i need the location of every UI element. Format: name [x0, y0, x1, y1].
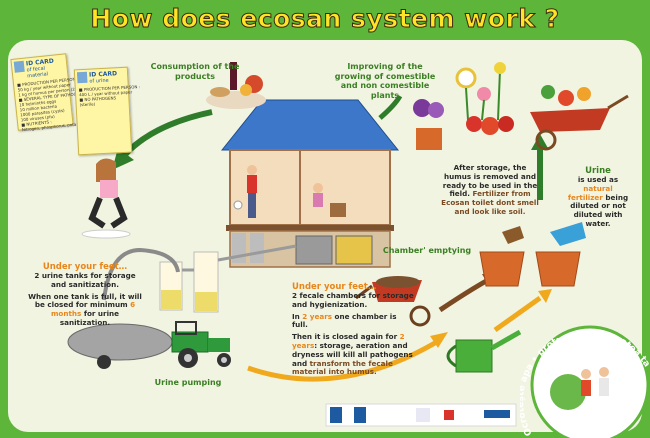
label-consumption: Consumption of the products	[150, 62, 240, 81]
fecal-chamber-left	[295, 235, 333, 265]
label-improving: Improving of the growing of comestible a…	[334, 62, 436, 100]
arrow-tractor-to-can	[247, 337, 442, 382]
text-urine-tanks: Under your feet… 2 urine tanks for stora…	[28, 262, 142, 327]
house-floor	[226, 225, 394, 231]
arrow-consumption-to-woman	[119, 109, 213, 160]
arrow-house-to-plants	[378, 94, 403, 120]
text-fecal-chambers: Under your feet… 2 fecale chambers for s…	[292, 282, 414, 377]
slogan-text-path: Ocrotește apa • proteșește sănătatea ta	[520, 338, 650, 437]
arrow-wheelbarrow-to-pot	[438, 277, 490, 313]
flower-pot	[416, 128, 442, 150]
wheelbarrow-veg	[530, 108, 610, 132]
label-urine-pumping: Urine pumping	[154, 378, 222, 387]
pot-right	[535, 251, 581, 287]
fecal-chamber-right	[335, 235, 373, 265]
pump-hose	[102, 247, 180, 301]
arrow-can-to-pot	[493, 295, 542, 333]
slogan-text: Ocrotește apa • proteșește sănătatea ta	[520, 338, 650, 437]
tanker	[67, 323, 173, 361]
watering-can	[455, 339, 493, 373]
id-card-fecal: ID CARD of fecal material ■ PRODUCTION P…	[10, 53, 88, 132]
poster-title: How does ecosan system work ?	[90, 4, 560, 34]
id-card-photo	[76, 71, 88, 84]
text-urine-fertilizer: Urine is used as natural fertilizer bein…	[567, 166, 629, 228]
pot-left	[479, 251, 525, 287]
id-card-urine: ID CARD of urine ■ PRODUCTION PER PERSON…	[73, 66, 140, 156]
label-chamber-emptying: Chamber' emptying	[382, 246, 472, 255]
id-card-photo	[13, 60, 25, 73]
text-humus: After storage, the humus is removed and …	[441, 163, 539, 216]
